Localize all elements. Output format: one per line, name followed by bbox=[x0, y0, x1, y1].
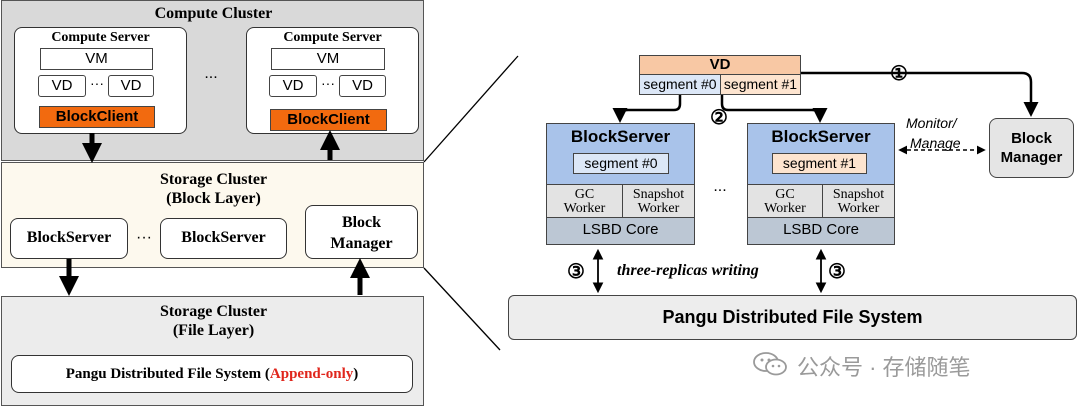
snapshot-worker-line1: Snapshot bbox=[832, 187, 885, 202]
gc-worker-line2: Worker bbox=[764, 201, 806, 216]
compute-server-title: Compute Server bbox=[283, 30, 382, 45]
three-replicas-label: three-replicas writing bbox=[617, 262, 759, 279]
vd-box: VD bbox=[269, 75, 317, 97]
block-server: BlockServer bbox=[160, 218, 287, 259]
gc-worker-line2: Worker bbox=[563, 201, 606, 216]
block-layer-subtitle: (Block Layer) bbox=[166, 190, 261, 207]
gc-worker-line1: GC bbox=[775, 187, 795, 202]
snapshot-worker: Snapshot Worker bbox=[622, 184, 695, 218]
file-layer-title: Storage Cluster bbox=[159, 303, 268, 320]
block-manager-line2: Manager bbox=[1000, 149, 1063, 166]
arrow-step-2-left bbox=[612, 95, 682, 123]
compute-server-1: Compute Server VM VD ··· VD BlockClient bbox=[14, 27, 187, 134]
file-layer-subtitle: (File Layer) bbox=[172, 322, 255, 339]
block-client: BlockClient bbox=[270, 109, 387, 131]
snapshot-worker-line1: Snapshot bbox=[632, 187, 685, 202]
storage-cluster-file-layer: Storage Cluster (File Layer) Pangu Distr… bbox=[1, 296, 424, 406]
block-manager-box: Block Manager bbox=[989, 118, 1074, 178]
gc-worker: GC Worker bbox=[747, 184, 823, 218]
block-server-title: BlockServer bbox=[570, 127, 671, 146]
append-only-label: Append-only bbox=[269, 366, 354, 382]
step-3-marker: ③ bbox=[567, 261, 585, 283]
pangu-fs-close: ) bbox=[353, 366, 359, 382]
zoom-line-top bbox=[423, 55, 519, 163]
compute-cluster: Compute Cluster Compute Server VM VD ···… bbox=[1, 0, 424, 161]
gc-worker: GC Worker bbox=[546, 184, 623, 218]
zoom-line-bottom bbox=[423, 267, 501, 351]
block-server: BlockServer bbox=[10, 218, 128, 259]
compute-cluster-title: Compute Cluster bbox=[154, 5, 273, 22]
storage-cluster-block-layer: Storage Cluster (Block Layer) BlockServe… bbox=[1, 162, 424, 268]
vd-gap: ··· bbox=[321, 75, 335, 91]
block-manager-line1: Block bbox=[1011, 130, 1052, 147]
pangu-file-system: Pangu Distributed File System (Append-on… bbox=[11, 355, 413, 393]
vd-segment-0: segment #0 bbox=[639, 74, 721, 95]
vd-header: VD segment #0 segment #1 bbox=[639, 55, 801, 95]
monitor-label-line1: Monitor/ bbox=[906, 115, 957, 131]
block-manager: Block Manager bbox=[305, 205, 418, 259]
vm-box: VM bbox=[271, 48, 385, 70]
block-servers-gap: ... bbox=[713, 178, 727, 195]
block-server-segment: segment #0 bbox=[573, 153, 669, 174]
block-server-title: BlockServer bbox=[771, 127, 871, 146]
lsbd-core: LSBD Core bbox=[546, 217, 695, 245]
arrow-step-2-right bbox=[720, 95, 828, 123]
vd-gap: ··· bbox=[90, 75, 104, 91]
snapshot-worker: Snapshot Worker bbox=[822, 184, 895, 218]
wechat-icon bbox=[753, 352, 787, 376]
block-manager-line2: Manager bbox=[330, 235, 393, 252]
block-server-segment: segment #1 bbox=[772, 153, 867, 174]
vd-segment-1: segment #1 bbox=[720, 74, 801, 95]
pangu-file-system-bar: Pangu Distributed File System bbox=[508, 295, 1077, 340]
block-servers-gap: ··· bbox=[136, 229, 152, 246]
block-server-0: BlockServer segment #0 GC Worker Snapsho… bbox=[546, 123, 695, 248]
step-3-marker: ③ bbox=[828, 261, 846, 283]
pangu-fs-label: Pangu Distributed File System ( bbox=[65, 366, 270, 382]
block-layer-title: Storage Cluster bbox=[159, 171, 268, 188]
lsbd-core: LSBD Core bbox=[747, 217, 895, 245]
arrow-step-1 bbox=[801, 71, 1039, 117]
block-client: BlockClient bbox=[39, 106, 155, 128]
block-manager-line1: Block bbox=[341, 214, 382, 231]
block-server-header bbox=[546, 123, 695, 185]
compute-server-title: Compute Server bbox=[51, 30, 150, 45]
watermark: 公众号 · 存储随笔 bbox=[753, 348, 1053, 380]
vd-box: VD bbox=[339, 75, 386, 97]
snapshot-worker-line2: Worker bbox=[637, 201, 680, 216]
compute-servers-gap: ... bbox=[204, 65, 218, 82]
vd-box: VD bbox=[38, 75, 86, 97]
snapshot-worker-line2: Worker bbox=[837, 201, 880, 216]
block-server-1: BlockServer segment #1 GC Worker Snapsho… bbox=[747, 123, 895, 248]
watermark-text: 公众号 · 存储随笔 bbox=[797, 355, 971, 380]
vd-box: VD bbox=[108, 75, 154, 97]
vm-box: VM bbox=[40, 48, 153, 70]
gc-worker-line1: GC bbox=[574, 187, 595, 202]
step-2-marker: ② bbox=[710, 107, 728, 129]
